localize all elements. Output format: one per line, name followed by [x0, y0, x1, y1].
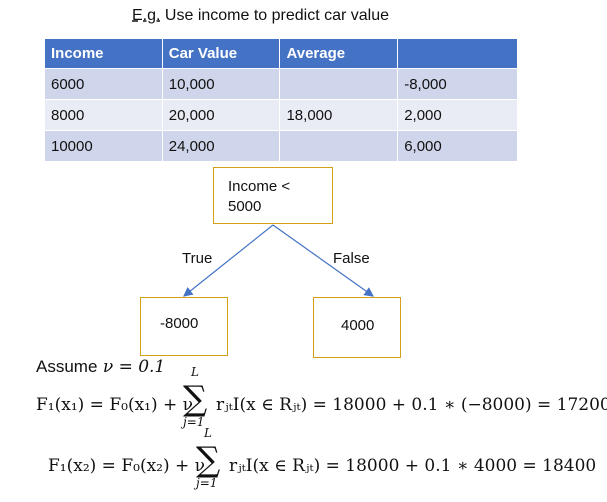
root-condition-line1: Income <: [228, 178, 291, 195]
sigma-icon: ∑: [183, 379, 208, 419]
equation-1-rhs: rⱼₜI(x ∈ Rⱼₜ) = 18000 + 0.1 ∗ (−8000) = …: [216, 395, 607, 415]
sum-lower-limit: j=1: [196, 476, 218, 490]
sum-lower-limit: j=1: [183, 415, 205, 429]
table-cell: 20,000: [161, 99, 281, 131]
sigma-icon: ∑: [196, 440, 221, 480]
table-cell: [279, 68, 399, 100]
assume-text: Assume: [36, 357, 98, 376]
edge-label-false: False: [333, 250, 370, 267]
tree-right-leaf: 4000: [313, 297, 401, 358]
caption-text: Use income to predict car value: [160, 7, 390, 24]
table-cell: -8,000: [397, 68, 518, 100]
root-condition-line2: 5000: [228, 198, 262, 215]
table-header-row: Income Car Value Average: [44, 38, 518, 69]
table-row: 10000 24,000 6,000: [44, 130, 518, 162]
sum-upper-limit: L: [191, 365, 199, 379]
edge-false: [272, 224, 374, 297]
caption-eg: E.g.: [132, 7, 161, 24]
assume-expression: ν = 0.1: [102, 357, 166, 377]
table-cell: 24,000: [161, 130, 281, 162]
assume-line: Assume ν = 0.1: [36, 357, 165, 377]
table-row: 8000 20,000 18,000 2,000: [44, 99, 518, 131]
edge-true: [183, 224, 274, 297]
tree-root-node: Income < 5000: [213, 167, 333, 224]
sum-upper-limit: L: [204, 426, 212, 440]
caption: E.g. Use income to predict car value: [132, 7, 389, 25]
edge-label-true: True: [182, 250, 213, 267]
equation-2-lhs: F₁(x₂) = F₀(x₂) + ν: [48, 456, 205, 476]
equation-1-lhs: F₁(x₁) = F₀(x₁) + ν: [36, 395, 193, 415]
table-cell: 6,000: [397, 130, 518, 162]
header-average: Average: [279, 38, 399, 69]
table-cell: 8000: [44, 99, 163, 131]
data-table: Income Car Value Average 6000 10,000 -8,…: [44, 38, 518, 162]
equation-2-rhs: rⱼₜI(x ∈ Rⱼₜ) = 18000 + 0.1 ∗ 4000 = 184…: [229, 456, 597, 476]
header-income: Income: [44, 38, 163, 69]
tree-left-leaf: -8000: [140, 297, 228, 356]
table-cell: 18,000: [279, 99, 399, 131]
table-cell: 6000: [44, 68, 163, 100]
table-cell: [279, 130, 399, 162]
header-car-value: Car Value: [161, 38, 281, 69]
header-residual: [397, 38, 518, 69]
table-cell: 10000: [44, 130, 163, 162]
